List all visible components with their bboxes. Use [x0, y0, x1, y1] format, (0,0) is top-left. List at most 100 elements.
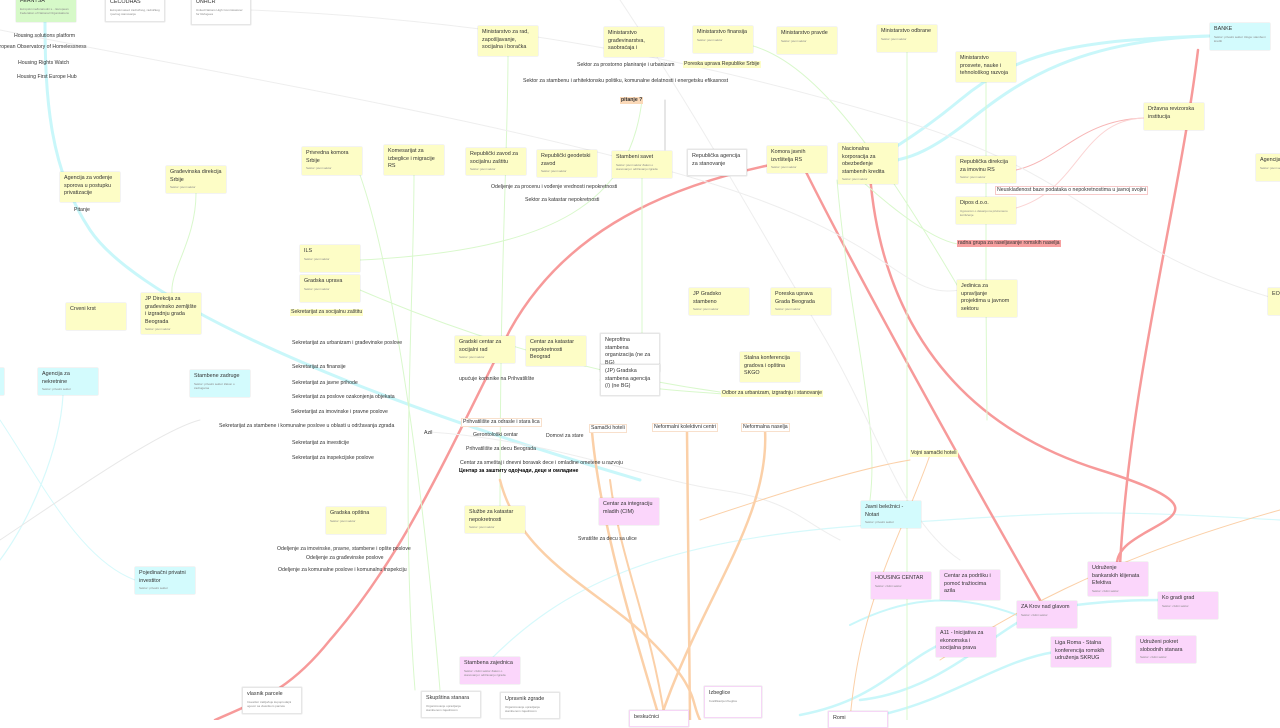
- connection-label[interactable]: Housing First Europe Hub: [17, 74, 77, 80]
- connection-label[interactable]: Sektor za prostorno planiranje i urbaniz…: [577, 62, 675, 68]
- connection-label[interactable]: Sekretarijat za stambene i komunalne pos…: [219, 423, 395, 429]
- node-card[interactable]: Nacionalna korporacija za obezbeđenje st…: [838, 143, 898, 185]
- connection-label[interactable]: Svratište za decu sa ulice: [578, 536, 637, 542]
- node-card[interactable]: Agencija za vođenje sporova u postupku p…: [60, 172, 120, 202]
- node-card[interactable]: Centar za katastar nepokretnosti Beograd: [526, 336, 586, 366]
- connection-label[interactable]: Центар за заштиту одојчади, деце и омлад…: [459, 468, 579, 474]
- node-card[interactable]: Državna revizorska institucija: [1144, 103, 1204, 130]
- node-card[interactable]: A11 - Inicijativa za ekonomska i socijal…: [936, 627, 996, 657]
- node-card[interactable]: Republička agencija za stanovanje: [687, 149, 747, 176]
- node-subtitle: Evropski savez zadružnog, radničkog i ja…: [110, 7, 160, 16]
- connection-label[interactable]: Sekretarijat za finansije: [292, 364, 346, 370]
- connection-label[interactable]: pitanje ?: [620, 97, 644, 104]
- connection-label[interactable]: Poreska uprava Republike Srbije: [683, 61, 761, 68]
- connection-label[interactable]: Sekretarijat za investicije: [292, 440, 350, 446]
- connection-label[interactable]: radna grupa za raseljavanje romskih nase…: [957, 240, 1061, 247]
- connection-label[interactable]: Sektor za katastar nepokretnosti: [525, 197, 600, 203]
- connection-label[interactable]: Neformalni kolektivni centri: [652, 423, 718, 432]
- node-card[interactable]: Stalna konferencija gradova i opština SK…: [740, 352, 800, 382]
- edge: [249, 9, 1280, 301]
- node-card[interactable]: Centar za podršku i pomoć tražiocima azi…: [940, 570, 1000, 600]
- connection-label[interactable]: Odeljenje za procenu i vođenje vrednosti…: [491, 184, 618, 190]
- connection-label[interactable]: Domovi za stare: [546, 433, 584, 439]
- connection-label[interactable]: Sekretarijat za inspekcijske poslove: [292, 455, 374, 461]
- connection-label[interactable]: Odeljenje za građevinske poslove: [306, 555, 384, 561]
- node-card[interactable]: Romi: [828, 711, 888, 728]
- connection-label[interactable]: Sekretarijat za poslove ozakonjenja obje…: [292, 394, 395, 400]
- node-card[interactable]: Ministarstvo za rad, zapošljavanje, soci…: [478, 26, 538, 56]
- node-card[interactable]: (JP) Gradska stambena agencija (/) (ne B…: [600, 364, 660, 396]
- connection-label[interactable]: Vojni samački hoteli: [910, 450, 958, 457]
- node-card[interactable]: JP Direkcija za građevinsko zemljište i …: [141, 293, 201, 335]
- connection-label[interactable]: Odbor za urbanizam, izgradnju i stanovan…: [721, 390, 824, 397]
- node-card[interactable]: Dipos d.o.o.Ugovorom o davanju na privre…: [956, 197, 1016, 224]
- node-card[interactable]: Ministarstvo prosvete, nauke i tehnološk…: [956, 52, 1016, 82]
- connection-label[interactable]: Sekretarijat za imovinske i pravne poslo…: [291, 409, 388, 415]
- connection-label[interactable]: Centar za smeštaj i dnevni boravak dece …: [460, 460, 623, 466]
- node-card[interactable]: Ministarstvo građevinarstva, saobraćaja …: [604, 27, 664, 57]
- node-card[interactable]: Liga Roma - Stalna konferencija romskih …: [1051, 637, 1111, 667]
- connection-label[interactable]: Sektor za stambenu i arhitektonsku polit…: [523, 78, 729, 84]
- connection-label[interactable]: Samački hoteli: [589, 424, 627, 433]
- node-card[interactable]: [0, 368, 4, 395]
- connection-label[interactable]: European Observatory of Homelessness: [0, 44, 87, 50]
- connection-label[interactable]: Odeljenje za komunalne poslove i komunal…: [278, 567, 407, 573]
- node-card[interactable]: beskućnici: [629, 710, 689, 727]
- connection-label[interactable]: Housing Rights Watch: [18, 60, 70, 66]
- connection-label[interactable]: Azil: [424, 430, 433, 436]
- connection-label[interactable]: Gerontološki centar: [473, 432, 518, 438]
- connection-label[interactable]: Odeljenje za imovinske, pravne, stambene…: [277, 546, 411, 552]
- connection-label[interactable]: Neformalna naselja: [741, 423, 790, 432]
- connection-label[interactable]: Neusklađenost baze podataka o nepokretno…: [995, 186, 1149, 195]
- node-card[interactable]: EOB: [1268, 288, 1280, 315]
- connection-label[interactable]: Sekretarijat za urbanizam i građevinske …: [292, 340, 403, 346]
- node-card[interactable]: Crveni krst: [66, 303, 126, 330]
- connection-label[interactable]: upućuje korisnike na Prihvatilište: [459, 376, 535, 382]
- connection-label[interactable]: Prihvatilište za decu Beograda: [466, 446, 537, 452]
- connection-label[interactable]: Prihvatilište za odrasle i stara lica: [461, 418, 542, 427]
- connection-label[interactable]: Pitanje: [74, 207, 90, 213]
- node-card[interactable]: Komesarijat za izbeglice i migracije RS: [384, 145, 444, 175]
- node-card[interactable]: Centar za integraciju mladih (CIM): [599, 498, 659, 525]
- connection-label[interactable]: Sekretarijat za javne prihode: [292, 380, 358, 386]
- connection-label[interactable]: Sekretarijat za socijalnu zaštitu: [290, 309, 364, 316]
- node-card[interactable]: Jedinica za upravljanje projektima u jav…: [957, 280, 1017, 318]
- connection-label[interactable]: Housing solutions platform: [14, 33, 76, 39]
